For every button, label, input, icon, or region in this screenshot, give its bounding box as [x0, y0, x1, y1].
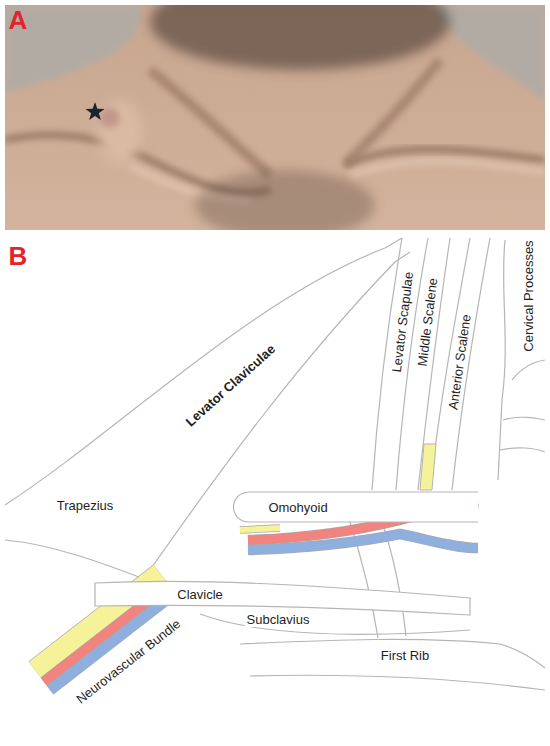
muscle-label-text: Trapezius — [55, 498, 116, 513]
muscle-label: Subclavius — [245, 611, 312, 627]
muscle-label-text: Subclavius — [245, 612, 312, 627]
clavicle-highlight — [350, 161, 545, 176]
skin-mark — [100, 108, 120, 128]
bone-label-text: Clavicle — [175, 587, 225, 602]
omohyoid-muscle — [234, 492, 479, 522]
panel-letter-text: B — [9, 243, 28, 269]
brachial-plexus — [420, 444, 436, 490]
neck-photo — [5, 5, 545, 230]
bone-label-text: First Rib — [379, 648, 431, 663]
structure-label: Neurovascular Bundle — [71, 614, 185, 708]
bone-label: First Rib — [379, 647, 431, 663]
panel-letter: A — [9, 7, 28, 33]
chest-hair — [195, 170, 375, 230]
muscle-label-text: Anterior Scalene — [445, 311, 474, 412]
muscle-label: Levator Scapulae — [388, 269, 417, 375]
star-marker — [85, 102, 104, 120]
muscle-label: Omohyoid — [266, 499, 329, 515]
nerve-outline — [240, 528, 280, 530]
panel-letter-text: A — [9, 7, 28, 33]
beard — [150, 5, 450, 70]
muscle-label: Anterior Scalene — [444, 311, 474, 412]
muscle-label-text: Omohyoid — [266, 500, 329, 515]
first-rib-edge — [240, 639, 545, 668]
bone-label-text: Cervical Processes — [521, 238, 536, 353]
muscle-label: Trapezius — [55, 497, 116, 513]
muscle-bulge — [98, 100, 142, 164]
muscle-label-text: Levator Claviculae — [181, 340, 279, 431]
bone-label: Cervical Processes — [520, 238, 536, 353]
nerve — [240, 528, 280, 530]
first-rib-edge — [250, 675, 545, 690]
cervical-process-outline — [503, 417, 545, 420]
subclavius-edge — [200, 614, 470, 634]
muscle-label: Levator Claviculae — [180, 339, 279, 430]
muscle-label-text: Levator Scapulae — [389, 269, 417, 375]
neck-muscle-shadow — [150, 70, 270, 175]
muscle-outlines — [5, 238, 545, 638]
panel-letter: B — [9, 243, 28, 269]
levator-claviculae-edge — [5, 238, 402, 505]
structure-label-text: Neurovascular Bundle — [72, 615, 185, 708]
muscle-label: Middle Scalene — [413, 275, 440, 369]
bone-label: Clavicle — [175, 586, 225, 602]
cervical-process-outline — [500, 448, 545, 452]
cervical-process-outline — [498, 240, 505, 480]
clavicle-bone — [95, 581, 470, 615]
cervical-process-outline — [512, 360, 545, 380]
muscle-label-text: Middle Scalene — [414, 275, 440, 369]
wall — [5, 5, 141, 92]
